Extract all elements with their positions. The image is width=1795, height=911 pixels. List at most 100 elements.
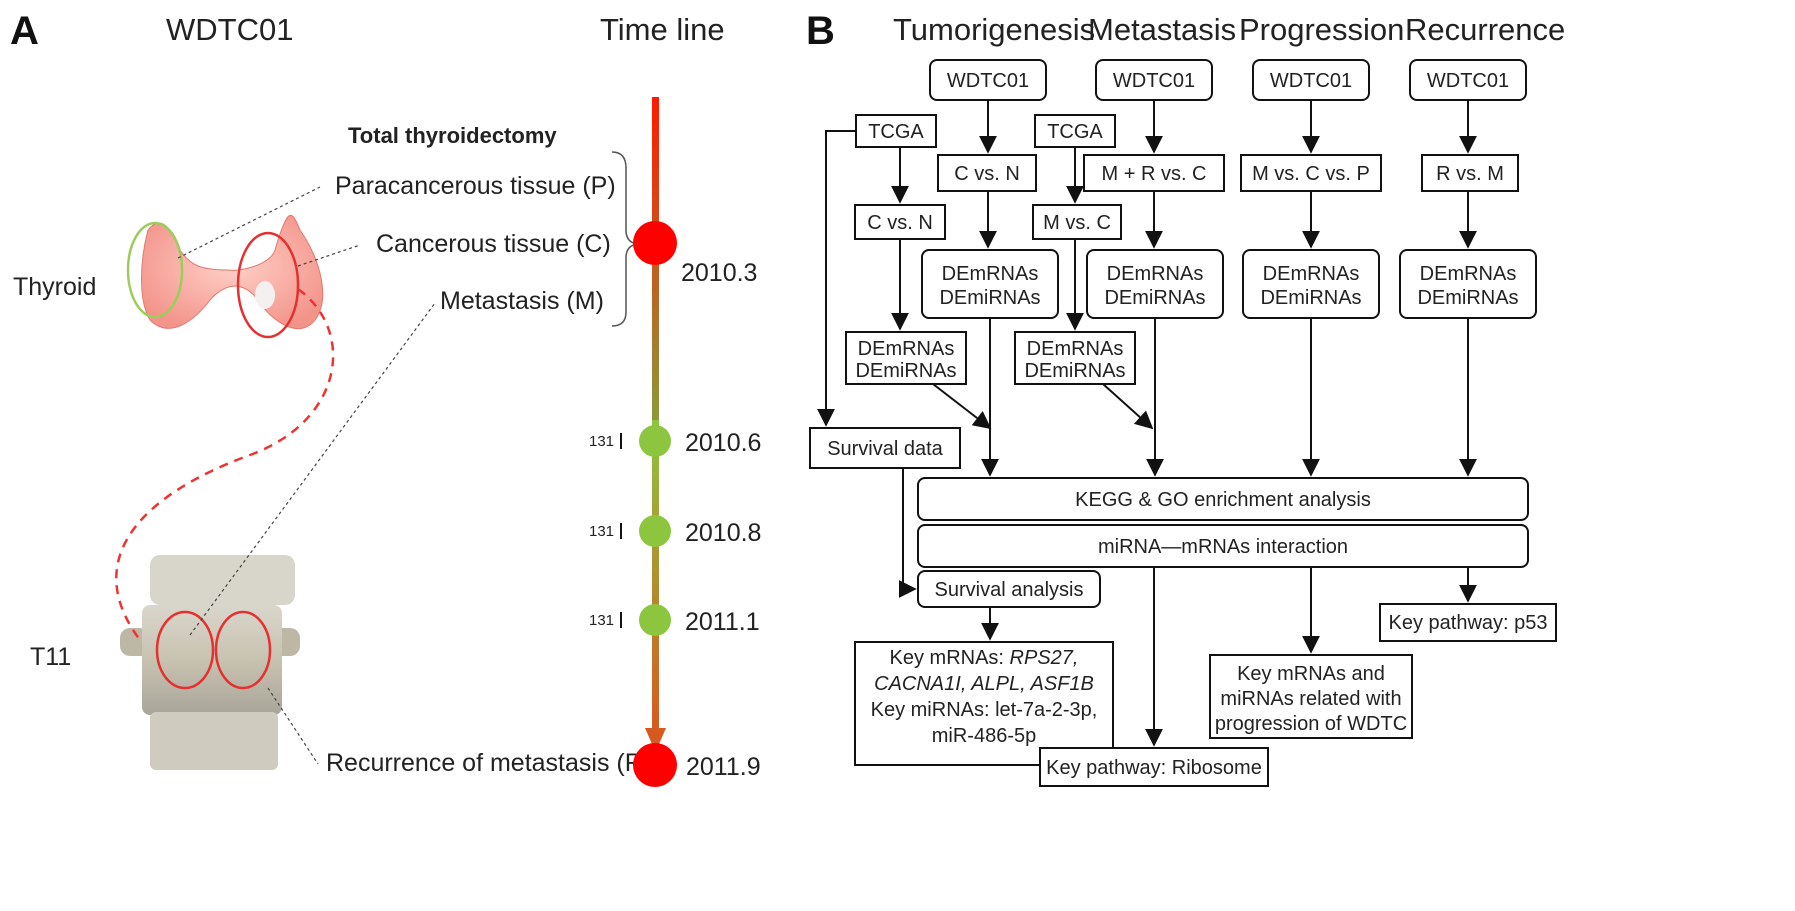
svg-text:DEmiRNAs: DEmiRNAs [1024, 360, 1125, 382]
svg-text:DEmRNAs: DEmRNAs [1027, 338, 1124, 360]
timepoint-2011-1: 2011.1 131 [589, 604, 760, 636]
wdtc01-metastasis-text: WDTC01 [1113, 70, 1195, 92]
tissue-cancerous: Cancerous tissue (C) [376, 230, 611, 258]
svg-text:2010.8: 2010.8 [685, 519, 761, 547]
timepoint-2010-8: 2010.8 131 [589, 515, 761, 547]
interaction-box [917, 524, 1529, 568]
p53-text: Key pathway: p53 [1389, 612, 1548, 634]
timeline-title: Time line [600, 12, 725, 47]
key-mirnas-line1: Key miRNAs: let-7a-2-3p, [871, 699, 1098, 721]
wdtc01-progression-text: WDTC01 [1270, 70, 1352, 92]
de-box-meta-tcga: DEmRNAs DEmiRNAs [1014, 331, 1136, 385]
svg-text:miRNAs related with: miRNAs related with [1220, 688, 1401, 710]
de-box-meta-wdtc: DEmRNAs DEmiRNAs [1086, 249, 1224, 319]
col-progression: Progression [1239, 12, 1404, 47]
kegg-go-box [917, 477, 1529, 521]
interaction-text: miRNA—mRNAs interaction [1098, 536, 1348, 558]
survival-analysis-box [917, 570, 1101, 608]
timepoint-2010-6: 2010.6 131 [589, 425, 761, 457]
key-mirnas-line2: miR-486-5p [932, 725, 1036, 747]
tcga-tumorigenesis-text: TCGA [868, 121, 924, 143]
svg-text:2010.6: 2010.6 [685, 429, 761, 457]
cmp-recurrence-text: R vs. M [1436, 163, 1504, 185]
tcga-tumorigenesis-box [855, 114, 937, 148]
organ-thyroid-label: Thyroid [13, 273, 96, 301]
cmp-meta-wdtc-text: M + R vs. C [1101, 163, 1206, 185]
key-mrnas-line1: Key mRNAs: RPS27, [890, 647, 1079, 669]
svg-text:2010.3: 2010.3 [681, 259, 757, 287]
wdtc01-recurrence-text: WDTC01 [1427, 70, 1509, 92]
cmp-progression-box [1240, 154, 1382, 192]
survival-data-box [809, 427, 961, 469]
metastasis-circle [155, 610, 215, 690]
tcga-metastasis-box [1034, 114, 1116, 148]
svg-text:131: 131 [589, 612, 614, 629]
de-box-tumor-wdtc: DEmRNAs DEmiRNAs [921, 249, 1059, 319]
ribosome-text: Key pathway: Ribosome [1046, 757, 1262, 779]
flow-arrows [817, 100, 1477, 747]
svg-text:Key mRNAs and: Key mRNAs and [1237, 663, 1385, 685]
cmp-tumor-wdtc-text: C vs. N [954, 163, 1020, 185]
svg-text:131: 131 [589, 523, 614, 540]
pointer-paracancerous [177, 186, 321, 259]
svg-text:DEmiRNAs: DEmiRNAs [1417, 287, 1518, 309]
tcga-metastasis-text: TCGA [1047, 121, 1103, 143]
organ-vertebra-label: T11 [30, 643, 71, 671]
cmp-meta-tcga-text: M vs. C [1043, 212, 1111, 234]
svg-text:DEmiRNAs: DEmiRNAs [1260, 287, 1361, 309]
pointer-metastasis [189, 302, 436, 636]
svg-text:DEmRNAs: DEmRNAs [942, 263, 1039, 285]
svg-text:DEmRNAs: DEmRNAs [1263, 263, 1360, 285]
p53-box [1379, 603, 1557, 642]
key-genes-box: Key mRNAs: RPS27, CACNA1I, ALPL, ASF1B K… [854, 641, 1114, 766]
cmp-meta-wdtc-box [1083, 154, 1225, 192]
cmp-tumor-tcga-text: C vs. N [867, 212, 933, 234]
survival-data-text: Survival data [827, 438, 943, 460]
tissue-paracancerous: Paracancerous tissue (P) [335, 172, 616, 200]
svg-text:DEmiRNAs: DEmiRNAs [1104, 287, 1205, 309]
svg-text:DEmiRNAs: DEmiRNAs [855, 360, 956, 382]
de-box-tumor-tcga: DEmRNAs DEmiRNAs [845, 331, 967, 385]
pointer-cancerous [297, 244, 361, 267]
col-metastasis: Metastasis [1088, 12, 1236, 47]
svg-text:2011.9: 2011.9 [686, 753, 761, 781]
de-box-recurrence: DEmRNAs DEmiRNAs [1399, 249, 1537, 319]
metastasis-path [115, 287, 335, 641]
panel-b: B Tumorigenesis Metastasis Progression R… [806, 9, 1565, 787]
col-recurrence: Recurrence [1405, 12, 1565, 47]
svg-text:DEmRNAs: DEmRNAs [1107, 263, 1204, 285]
cmp-recurrence-box [1421, 154, 1519, 192]
col-tumorigenesis: Tumorigenesis [893, 12, 1095, 47]
svg-text:progression of WDTC: progression of WDTC [1215, 713, 1407, 735]
tumor-nodule [255, 281, 275, 309]
ribosome-box [1039, 747, 1269, 787]
svg-text:DEmRNAs: DEmRNAs [1420, 263, 1517, 285]
surgery-label: Total thyroidectomy [348, 123, 557, 148]
svg-text:DEmiRNAs: DEmiRNAs [939, 287, 1040, 309]
svg-text:2011.1: 2011.1 [685, 608, 760, 636]
thyroid-illustration [126, 214, 324, 339]
svg-text:DEmRNAs: DEmRNAs [858, 338, 955, 360]
timeline [645, 97, 666, 752]
cancerous-circle [236, 231, 300, 339]
panel-a: A WDTC01 Time line Total thyroidectomy P… [10, 9, 761, 787]
vertebra-illustration [120, 555, 300, 770]
progression-output-box: Key mRNAs and miRNAs related with progre… [1209, 654, 1413, 739]
key-mrnas-line2: CACNA1I, ALPL, ASF1B [874, 673, 1094, 695]
cmp-meta-tcga-box [1032, 204, 1122, 240]
panel-b-label: B [806, 9, 835, 53]
survival-analysis-text: Survival analysis [935, 579, 1084, 601]
timepoint-2011-9: 2011.9 [633, 743, 761, 787]
cmp-progression-text: M vs. C vs. P [1252, 163, 1370, 185]
panel-a-label: A [10, 9, 39, 53]
kegg-go-text: KEGG & GO enrichment analysis [1075, 489, 1371, 511]
recurrence-label: Recurrence of metastasis (R) [326, 749, 651, 777]
tissue-metastasis: Metastasis (M) [440, 287, 604, 315]
paracancerous-circle [126, 221, 184, 319]
case-id-a: WDTC01 [166, 12, 293, 47]
recurrence-circle [214, 610, 272, 690]
timepoint-2010-3: 2010.3 [633, 221, 757, 287]
de-box-progression: DEmRNAs DEmiRNAs [1242, 249, 1380, 319]
wdtc01-tumorigenesis-text: WDTC01 [947, 70, 1029, 92]
